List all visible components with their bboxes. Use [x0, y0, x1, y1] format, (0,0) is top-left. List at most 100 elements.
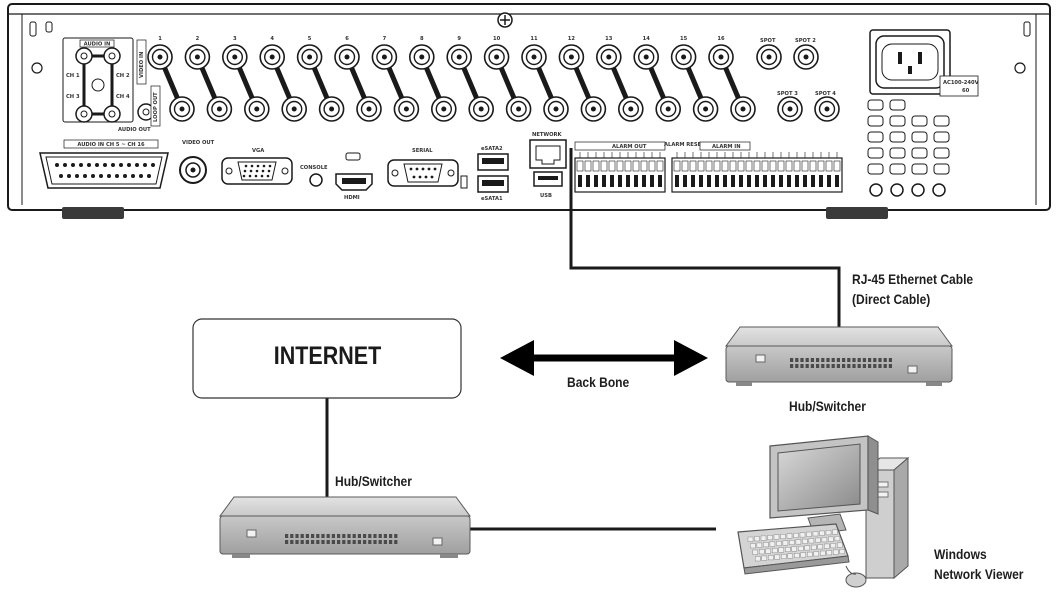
windows-label: Windows — [934, 546, 987, 562]
usb-label: USB — [540, 193, 552, 199]
channel-number-label: 8 — [420, 36, 424, 42]
ac-rating-label-2: 60 — [962, 88, 970, 94]
alarm-out-terminal: ALARM OUT ALARM RESET — [574, 141, 705, 193]
spot-port — [777, 96, 803, 122]
video-in-port — [633, 44, 660, 70]
loop-out-port — [468, 96, 495, 122]
power-inlet: AC100-240V 60 — [869, 29, 979, 97]
spot-port — [756, 44, 782, 70]
audio-in-db25: AUDIO IN CH 5 ~ CH 16 — [39, 139, 169, 189]
video-in-port — [708, 44, 734, 70]
ch2-label: CH 2 — [116, 73, 130, 79]
spot-port — [793, 44, 819, 70]
vent-grid — [867, 99, 950, 175]
dvr-foot — [62, 207, 124, 219]
spot2-label: SPOT 2 — [795, 38, 816, 44]
channel-number-label: 3 — [233, 36, 237, 42]
loop-out-port — [730, 96, 756, 122]
hdmi-label: HDMI — [344, 195, 360, 201]
audio-in-range-label: AUDIO IN CH 5 ~ CH 16 — [77, 142, 145, 148]
loop-out-port — [318, 96, 345, 122]
video-in-port — [184, 44, 211, 70]
channel-number-label: 13 — [605, 36, 613, 42]
network-viewer-label: Network Viewer — [934, 566, 1024, 582]
video-in-port — [334, 44, 360, 70]
loop-out-port — [169, 96, 195, 122]
video-in-port — [147, 44, 173, 70]
spot-label: SPOT — [760, 38, 776, 44]
esata2-port — [477, 153, 509, 171]
channel-number-label: 16 — [717, 36, 725, 42]
video-in-port — [371, 44, 398, 70]
video-in-port — [296, 44, 323, 70]
spot3-label: SPOT 3 — [777, 91, 798, 97]
loop-out-port — [206, 96, 233, 122]
direct-cable-label: (Direct Cable) — [852, 291, 931, 307]
ac-rating-label: AC100-240V — [943, 80, 979, 86]
esata1-port — [477, 175, 509, 193]
video-out-label: VIDEO OUT — [182, 140, 215, 146]
video-in-port — [483, 44, 510, 70]
loop-out-port — [543, 96, 569, 122]
network-label: NETWORK — [532, 132, 563, 138]
audio-in-block: AUDIO IN CH 1 CH 2 CH 3 CH 4 — [62, 37, 134, 123]
network-rj45-port — [529, 139, 567, 169]
esata1-label: eSATA1 — [481, 196, 503, 202]
hub-right-label: Hub/Switcher — [789, 398, 866, 414]
panel-buttons — [869, 183, 946, 197]
ch4-label: CH 4 — [116, 94, 130, 100]
console-port — [309, 173, 323, 187]
video-in-port — [595, 44, 622, 70]
internet-label-text: INTERNET — [273, 342, 381, 370]
backbone-label: Back Bone — [567, 374, 630, 390]
video-in-port — [446, 44, 473, 70]
channel-number-label: 9 — [457, 36, 461, 42]
spot-outputs: SPOT SPOT 2 SPOT 3 SPOT 4 — [760, 38, 836, 97]
computer-icon — [737, 435, 910, 588]
hub-switcher-right — [725, 326, 953, 386]
video-in-label: VIDEO IN — [139, 52, 145, 78]
loop-out-port — [692, 96, 719, 122]
loop-out-port — [617, 96, 644, 122]
channel-number-label: 14 — [643, 36, 651, 42]
ch1-label: CH 1 — [66, 73, 80, 79]
channel-number-label: 4 — [270, 36, 274, 42]
loop-out-port — [505, 96, 532, 122]
rj45-ethernet-cable — [569, 148, 841, 327]
usb-port — [533, 171, 563, 187]
loop-out-port — [430, 96, 457, 122]
channel-number-label: 2 — [196, 36, 200, 42]
dvr-rear-panel: AUDIO IN CH 1 CH 2 CH 3 CH 4 AUDIO OUT V… — [7, 3, 1051, 219]
alarm-in-terminal: ALARM IN — [671, 141, 843, 193]
spot4-label: SPOT 4 — [815, 91, 836, 97]
serial-label: SERIAL — [412, 148, 433, 154]
loop-out-port — [580, 96, 607, 122]
channel-number-label: 6 — [345, 36, 349, 42]
channel-number-label: 11 — [530, 36, 538, 42]
spot-port — [814, 96, 840, 122]
vga-label: VGA — [252, 148, 264, 154]
loop-out-port — [655, 96, 682, 122]
internet-label: INTERNET — [193, 341, 461, 371]
loop-out-port — [356, 96, 382, 122]
backbone-arrow — [500, 340, 708, 376]
channel-number-label: 5 — [308, 36, 312, 42]
hdmi-port — [335, 173, 373, 191]
audio-out-label: AUDIO OUT — [118, 127, 151, 133]
serial-port — [387, 159, 459, 187]
video-in-port — [558, 44, 585, 70]
esata2-label: eSATA2 — [481, 146, 503, 152]
channel-number-label: 1 — [158, 36, 162, 42]
video-in-port — [408, 44, 435, 70]
internet-box — [192, 318, 462, 399]
hub-left-label: Hub/Switcher — [335, 473, 412, 489]
ch3-label: CH 3 — [66, 94, 80, 100]
audio-in-label: AUDIO IN — [84, 42, 111, 48]
video-in-port — [521, 44, 547, 70]
loop-out-port — [243, 96, 270, 122]
video-in-port — [259, 44, 286, 70]
dvr-foot — [826, 207, 888, 219]
rj45-cable-label: RJ-45 Ethernet Cable — [852, 271, 974, 287]
